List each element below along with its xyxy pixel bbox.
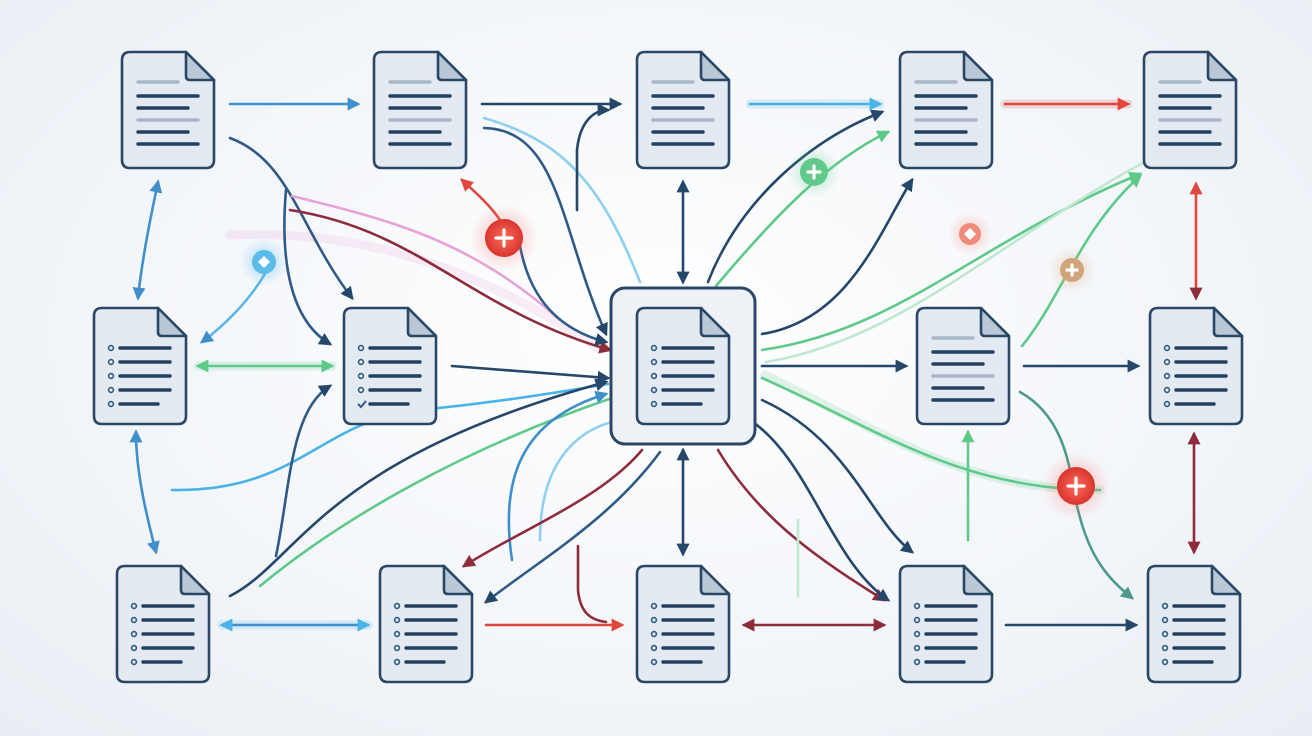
document-icon — [1142, 50, 1238, 170]
edge — [760, 177, 914, 336]
badges — [240, 146, 1110, 520]
document-icon — [378, 564, 474, 684]
connections — [129, 97, 1203, 632]
edge — [764, 158, 1150, 364]
document-icon — [915, 306, 1011, 426]
document-node — [1148, 306, 1244, 426]
edge — [706, 109, 885, 284]
plus-badge-icon — [470, 204, 538, 272]
edge — [274, 384, 333, 558]
edge — [132, 179, 163, 301]
document-node — [898, 50, 994, 170]
document-node — [342, 306, 438, 426]
edge — [748, 418, 891, 602]
document-icon — [635, 564, 731, 684]
edge — [129, 429, 160, 555]
edge — [228, 378, 609, 598]
document-node — [92, 306, 188, 426]
edge — [483, 450, 662, 604]
edge — [507, 390, 609, 562]
edge — [576, 544, 608, 624]
diamond-sparkle-icon — [948, 212, 992, 256]
edge — [538, 418, 622, 542]
plus-badge-icon — [1048, 246, 1096, 294]
edge — [482, 116, 642, 284]
document-icon — [342, 306, 438, 426]
document-nodes — [92, 50, 1244, 684]
edge — [575, 103, 611, 212]
edge — [716, 448, 887, 602]
edge — [283, 188, 333, 346]
document-node — [120, 50, 216, 170]
document-node — [1142, 50, 1238, 170]
document-node — [898, 564, 994, 684]
edge — [450, 364, 611, 384]
document-node — [1146, 564, 1242, 684]
edge — [482, 126, 608, 337]
document-icon — [635, 50, 731, 170]
document-node — [915, 306, 1011, 426]
central-document-node — [609, 286, 757, 446]
document-icon — [1148, 306, 1244, 426]
document-node — [635, 50, 731, 170]
edge — [760, 398, 915, 554]
document-icon — [92, 306, 188, 426]
document-icon — [372, 50, 468, 170]
edge — [461, 448, 644, 568]
document-icon — [635, 306, 731, 426]
plus-badge-icon — [1042, 452, 1110, 520]
edge — [288, 208, 613, 354]
document-node — [635, 564, 731, 684]
edge — [290, 194, 562, 322]
document-node — [372, 50, 468, 170]
document-icon — [120, 50, 216, 170]
edge — [760, 171, 1143, 352]
document-node — [115, 564, 211, 684]
document-icon — [115, 564, 211, 684]
document-icon — [898, 564, 994, 684]
document-node — [378, 564, 474, 684]
edge — [258, 396, 614, 588]
document-icon — [898, 50, 994, 170]
plus-badge-icon — [788, 146, 840, 198]
edge — [228, 136, 354, 301]
diamond-sparkle-icon — [240, 238, 288, 286]
document-icon — [1146, 564, 1242, 684]
